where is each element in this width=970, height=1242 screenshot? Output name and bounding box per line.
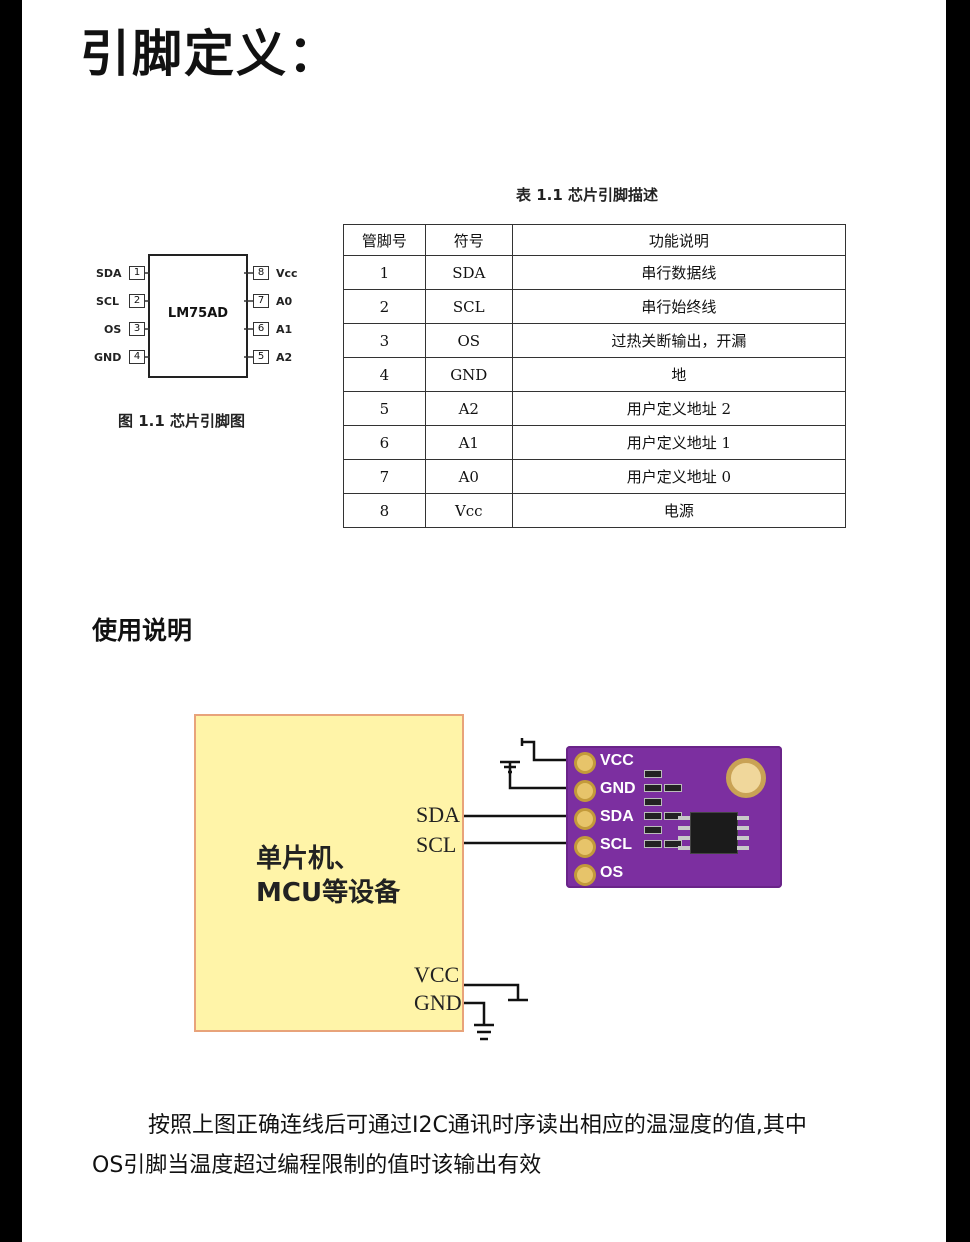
mcu-pin-sda: SDA [416,802,461,827]
table-cell: 用户定义地址 2 [511,391,847,426]
chip-pin-leads [145,272,253,358]
solder-pad-icon [574,836,596,858]
module-pin-label: VCC [600,752,634,769]
table-caption: 表 1.1 芯片引脚描述 [516,186,659,204]
chip-leg-icon [678,836,690,840]
table-cell: 8 [343,493,426,528]
smd-component-icon [664,840,682,848]
table-cell: 地 [511,357,847,392]
table-cell: 2 [343,289,426,324]
pin-label-right: A2 [276,351,293,364]
table-header-cell: 符号 [424,224,513,256]
solder-pad-icon [574,864,596,886]
smd-component-icon [644,840,662,848]
smd-component-icon [644,784,662,792]
table-row: 1 SDA 串行数据线 [343,255,847,290]
pin-number-box: 3 [129,322,145,336]
smd-component-icon [664,784,682,792]
module-pin-label: SDA [600,808,634,825]
chip-leg-icon [678,846,690,850]
smd-component-icon [644,798,662,806]
pin-number-box: 8 [253,266,269,280]
lm75-sensor-module: VCC GND SDA SCL OS [566,746,782,888]
chip-leg-icon [678,816,690,820]
table-cell: 用户定义地址 1 [511,425,847,460]
pin-number-box: 5 [253,350,269,364]
pin-label-left: GND [94,351,122,364]
table-row: 5 A2 用户定义地址 2 [343,391,847,426]
pin-number-box: 1 [129,266,145,280]
section-title: 使用说明 [92,616,193,645]
module-pin-label: OS [600,864,624,881]
pin-number-box: 4 [129,350,145,364]
table-cell: A2 [424,391,513,426]
table-row: 4 GND 地 [343,357,847,392]
module-pin-label: SCL [600,836,632,853]
chip-label: LM75AD [167,306,229,321]
page-title: 引脚定义： [80,25,340,83]
mcu-label-line: 单片机、 [256,844,361,874]
pin-description-table: 管脚号 符号 功能说明 1 SDA 串行数据线 2 SCL 串行始终线 3 OS… [343,224,847,528]
table-row: 8 Vcc 电源 [343,493,847,528]
sensor-chip-icon [690,812,738,854]
solder-pad-icon [574,752,596,774]
pin-label-right: A1 [276,323,293,336]
module-pin-label: GND [600,780,636,797]
mounting-hole-icon [726,758,766,798]
pin-label-left: OS [104,323,122,336]
solder-pad-icon [574,780,596,802]
chip-pin-figure: LM75AD SDA 1 SCL 2 OS 3 GND 4 8 Vcc 7 A0… [92,250,312,390]
mcu-label: 单片机、 MCU等设备 [256,842,400,910]
mcu-block: 单片机、 MCU等设备 SDA SCL VCC GND [194,714,464,1032]
pin-label-left: SDA [96,267,122,280]
table-cell: 电源 [511,493,847,528]
smd-component-icon [644,812,662,820]
mcu-label-line: MCU等设备 [256,878,401,908]
chip-leg-icon [737,816,749,820]
pin-number-box: 7 [253,294,269,308]
chip-leg-icon [737,826,749,830]
chip-leg-icon [737,836,749,840]
table-cell: 串行数据线 [511,255,847,290]
mcu-pin-scl: SCL [416,832,457,857]
table-cell: 7 [343,459,426,494]
usage-description-line: OS引脚当温度超过编程限制的值时该输出有效 [92,1153,542,1178]
table-row: 2 SCL 串行始终线 [343,289,847,324]
chip-leg-icon [678,826,690,830]
solder-pad-icon [574,808,596,830]
pin-label-right: A0 [276,295,293,308]
table-row: 6 A1 用户定义地址 1 [343,425,847,460]
usage-description-line: 按照上图正确连线后可通过I2C通讯时序读出相应的温湿度的值,其中 [148,1113,807,1138]
chip-body: LM75AD [148,254,248,378]
table-cell: A0 [424,459,513,494]
table-cell: A1 [424,425,513,460]
table-cell: Vcc [424,493,513,528]
document-page: 引脚定义： LM75AD SDA 1 SCL 2 OS 3 GND 4 8 Vc… [22,0,946,1242]
pin-number-box: 2 [129,294,145,308]
mcu-pin-vcc: VCC [414,962,460,987]
wiring-lines [462,738,582,1041]
smd-component-icon [644,826,662,834]
pin-number-box: 6 [253,322,269,336]
smd-component-icon [644,770,662,778]
table-header-row: 管脚号 符号 功能说明 [343,224,847,256]
figure-caption: 图 1.1 芯片引脚图 [118,412,246,430]
chip-leg-icon [737,846,749,850]
pin-label-right: Vcc [276,267,298,280]
pin-label-left: SCL [96,295,120,308]
usage-description: 按照上图正确连线后可通过I2C通讯时序读出相应的温湿度的值,其中 OS引脚当温度… [92,1106,932,1186]
mcu-pin-gnd: GND [414,990,462,1015]
